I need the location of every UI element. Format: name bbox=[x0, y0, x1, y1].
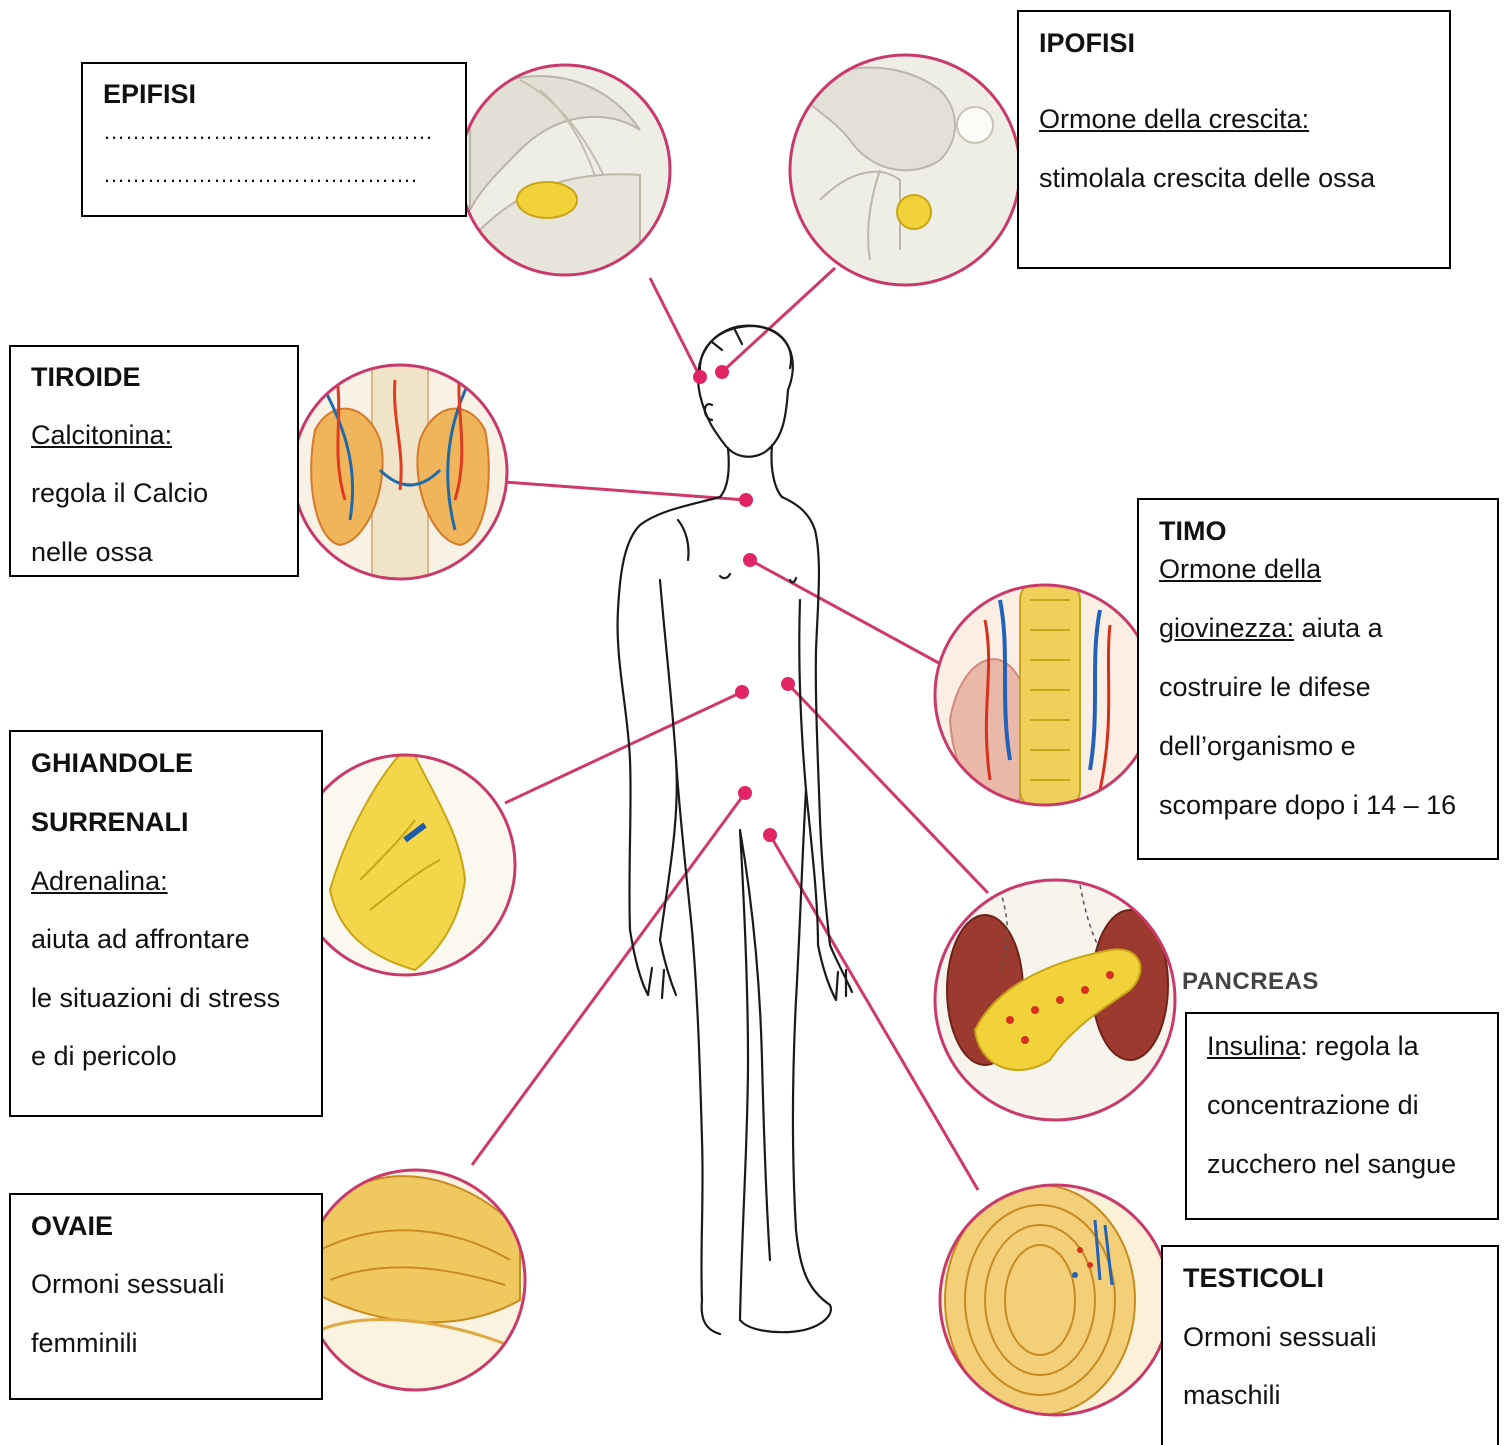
right-leg bbox=[740, 790, 831, 1332]
label-title-surrenali-1: GHIANDOLE bbox=[31, 748, 193, 779]
circle-tiroide bbox=[293, 360, 507, 590]
label-box-timo: TIMO Ormone della giovinezza: aiuta a co… bbox=[1137, 498, 1499, 860]
label-tag-pancreas: PANCREAS bbox=[1182, 968, 1319, 996]
label-box-ipofisi: IPOFISI Ormone della crescita: stimolala… bbox=[1017, 10, 1451, 269]
label-desc-timo-2: costruire le difese bbox=[1159, 672, 1371, 703]
gland-dots bbox=[693, 365, 795, 842]
dot-ipofisi bbox=[715, 365, 729, 379]
label-box-ovaie: OVAIE Ormoni sessuali femminili bbox=[9, 1193, 323, 1400]
ear-outline bbox=[705, 404, 712, 420]
dot-epifisi bbox=[693, 370, 707, 384]
label-desc-surrenali-1: aiuta ad affrontare bbox=[31, 924, 250, 955]
label-blank-line-2: ……………………………………. bbox=[103, 162, 417, 188]
left-arm-inner bbox=[660, 580, 677, 940]
label-title-testicoli: TESTICOLI bbox=[1183, 1263, 1324, 1294]
label-desc-testicoli-2: maschili bbox=[1183, 1380, 1281, 1411]
label-desc-pancreas-1: : regola la bbox=[1300, 1031, 1419, 1061]
label-hormone-pancreas: Insulina bbox=[1207, 1031, 1300, 1061]
right-hand bbox=[818, 945, 852, 1000]
dot-testicoli bbox=[763, 828, 777, 842]
label-box-epifisi: EPIFISI ……………………………………… ……………………………………. bbox=[81, 62, 467, 217]
label-desc-ovaie-2: femminili bbox=[31, 1328, 138, 1359]
circle-ipofisi bbox=[790, 55, 1020, 285]
label-desc-pancreas-2: concentrazione di bbox=[1207, 1090, 1419, 1121]
label-blank-line-1: ……………………………………… bbox=[103, 119, 433, 145]
label-desc-testicoli-1: Ormoni sessuali bbox=[1183, 1322, 1377, 1353]
label-hormone-tiroide: Calcitonina: bbox=[31, 420, 172, 451]
label-desc-surrenali-3: e di pericolo bbox=[31, 1041, 177, 1072]
label-hormone-timo-2-row: giovinezza: aiuta a bbox=[1159, 613, 1383, 644]
label-desc-pancreas-3: zucchero nel sangue bbox=[1207, 1149, 1456, 1180]
label-box-surrenali: GHIANDOLE SURRENALI Adrenalina: aiuta ad… bbox=[9, 730, 323, 1117]
label-desc-timo-4: scompare dopo i 14 – 16 bbox=[1159, 790, 1456, 821]
label-title-surrenali-2: SURRENALI bbox=[31, 807, 189, 838]
circle-testicoli bbox=[940, 1185, 1170, 1415]
label-desc-surrenali-2: le situazioni di stress bbox=[31, 983, 280, 1014]
label-title-epifisi: EPIFISI bbox=[103, 79, 196, 110]
connector-ipofisi bbox=[722, 268, 835, 372]
label-title-ovaie: OVAIE bbox=[31, 1211, 113, 1242]
dot-ovaie bbox=[738, 786, 752, 800]
label-desc-timo-1: aiuta a bbox=[1294, 613, 1383, 643]
connector-lines bbox=[472, 268, 988, 1190]
label-hormone-pancreas-row: Insulina: regola la bbox=[1207, 1031, 1419, 1062]
torso-left bbox=[618, 497, 720, 930]
label-desc-timo-3: dell’organismo e bbox=[1159, 731, 1356, 762]
label-title-timo: TIMO bbox=[1159, 516, 1227, 547]
circle-ovaie bbox=[305, 1170, 525, 1390]
dot-timo bbox=[743, 553, 757, 567]
label-title-tiroide: TIROIDE bbox=[31, 362, 141, 393]
label-box-testicoli: TESTICOLI Ormoni sessuali maschili bbox=[1161, 1245, 1499, 1445]
label-desc-tiroide-2: nelle ossa bbox=[31, 537, 153, 568]
label-title-ipofisi: IPOFISI bbox=[1039, 28, 1135, 59]
dot-pancreas bbox=[781, 677, 795, 691]
circle-pancreas bbox=[935, 880, 1175, 1120]
inner-legs bbox=[740, 830, 770, 1320]
circle-surrenali bbox=[295, 745, 515, 975]
label-hormone-ipofisi: Ormone della crescita: bbox=[1039, 104, 1309, 135]
label-hormone-timo-2: giovinezza: bbox=[1159, 613, 1294, 643]
neck-outline bbox=[720, 445, 782, 497]
label-desc-ipofisi: stimolala crescita delle ossa bbox=[1039, 163, 1375, 194]
left-leg bbox=[676, 760, 720, 1334]
label-hormone-timo-1: Ormone della bbox=[1159, 554, 1321, 585]
connector-surrenali bbox=[505, 692, 742, 803]
label-box-tiroide: TIROIDE Calcitonina: regola il Calcio ne… bbox=[9, 345, 299, 577]
connector-epifisi bbox=[650, 278, 700, 377]
head-outline bbox=[698, 326, 793, 457]
label-hormone-surrenali: Adrenalina: bbox=[31, 866, 168, 897]
connector-timo bbox=[750, 560, 948, 668]
chest-details bbox=[678, 520, 796, 582]
label-desc-ovaie-1: Ormoni sessuali bbox=[31, 1269, 225, 1300]
label-desc-tiroide-1: regola il Calcio bbox=[31, 478, 208, 509]
label-box-pancreas: Insulina: regola la concentrazione di zu… bbox=[1185, 1012, 1499, 1220]
circle-timo bbox=[935, 580, 1155, 810]
connector-tiroide bbox=[505, 482, 746, 500]
dot-tiroide bbox=[739, 493, 753, 507]
body-figure bbox=[618, 326, 852, 1334]
dot-surrenale-sx bbox=[735, 685, 749, 699]
circle-epifisi bbox=[460, 65, 670, 280]
